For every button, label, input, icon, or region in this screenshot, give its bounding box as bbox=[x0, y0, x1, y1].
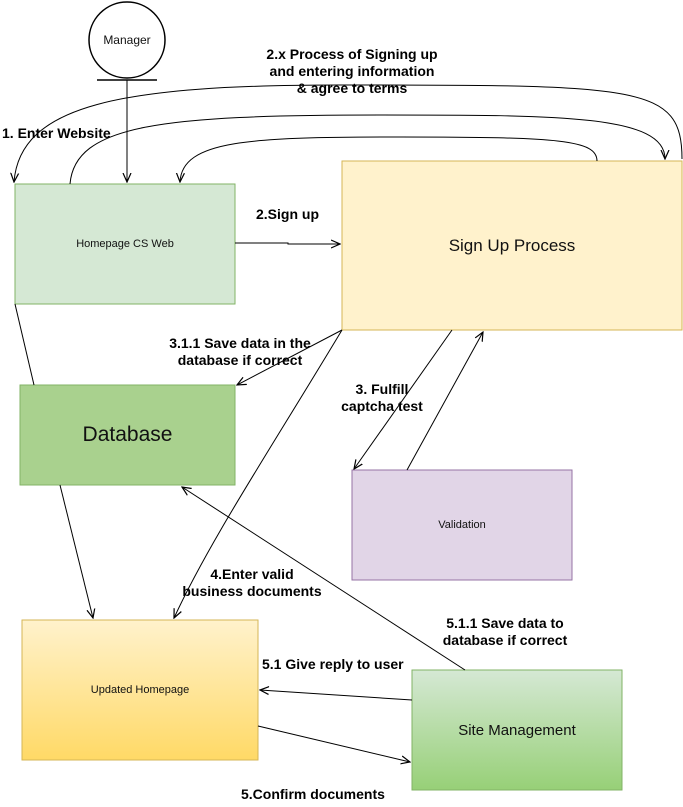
homepage-box bbox=[14, 183, 236, 305]
signup-box bbox=[341, 160, 683, 331]
label-captcha-line1: 3. Fulfill bbox=[355, 381, 409, 397]
label-signing-up-line3: & agree to terms bbox=[296, 80, 408, 96]
edge-homepage-database bbox=[14, 303, 35, 386]
edge-signup-return-loop bbox=[180, 136, 598, 182]
validation-box bbox=[351, 469, 573, 581]
site-management-node: Site Management bbox=[458, 721, 576, 739]
label-confirm-documents: 5.Confirm documents bbox=[241, 786, 385, 802]
label-signing-up-line2: and entering information bbox=[269, 63, 435, 79]
edge-enter-website bbox=[14, 84, 683, 182]
edge-site-database bbox=[182, 487, 466, 671]
edge-signing-up-loop bbox=[69, 114, 665, 185]
homepage-node: Homepage CS Web bbox=[76, 238, 174, 250]
edge-enter-documents bbox=[174, 329, 343, 618]
label-site-save-data: 5.1.1 Save data to database if correct bbox=[427, 615, 583, 649]
edge-sign-up bbox=[235, 243, 340, 244]
label-site-save-line2: database if correct bbox=[442, 632, 568, 648]
label-enter-documents-line1: 4.Enter valid bbox=[210, 566, 294, 582]
label-save-data-db: 3.1.1 Save data in the database if corre… bbox=[150, 335, 330, 369]
database-box bbox=[19, 384, 236, 486]
label-save-data-line1: 3.1.1 Save data in the bbox=[169, 335, 311, 351]
edge-save-data-db bbox=[237, 329, 343, 385]
label-captcha-line2: captcha test bbox=[341, 398, 423, 414]
label-enter-website: 1. Enter Website bbox=[2, 125, 111, 141]
label-enter-documents: 4.Enter valid business documents bbox=[167, 566, 337, 600]
label-signing-up-process: 2.x Process of Signing up and entering i… bbox=[230, 46, 474, 97]
edge-database-updated bbox=[59, 484, 93, 618]
updated-homepage-node: Updated Homepage bbox=[90, 684, 190, 696]
database-node: Database bbox=[82, 423, 173, 446]
edge-captcha-down bbox=[354, 329, 453, 469]
manager-label: Manager bbox=[103, 33, 151, 47]
label-signing-up-line1: 2.x Process of Signing up bbox=[266, 46, 438, 62]
edge-reply-user bbox=[260, 690, 413, 701]
site-management-box bbox=[411, 669, 623, 791]
edge-confirm-documents bbox=[257, 725, 410, 762]
label-save-data-line2: database if correct bbox=[177, 352, 303, 368]
edge-captcha-up bbox=[406, 332, 483, 471]
updated-homepage-box bbox=[21, 619, 259, 761]
signup-node: Sign Up Process bbox=[448, 235, 576, 255]
label-site-save-line1: 5.1.1 Save data to bbox=[446, 615, 564, 631]
label-sign-up: 2.Sign up bbox=[256, 206, 319, 222]
validation-node: Validation bbox=[438, 519, 486, 531]
manager-actor bbox=[88, 1, 166, 81]
label-reply-user: 5.1 Give reply to user bbox=[262, 656, 404, 672]
label-captcha: 3. Fulfill captcha test bbox=[330, 381, 434, 415]
label-enter-documents-line2: business documents bbox=[182, 583, 322, 599]
